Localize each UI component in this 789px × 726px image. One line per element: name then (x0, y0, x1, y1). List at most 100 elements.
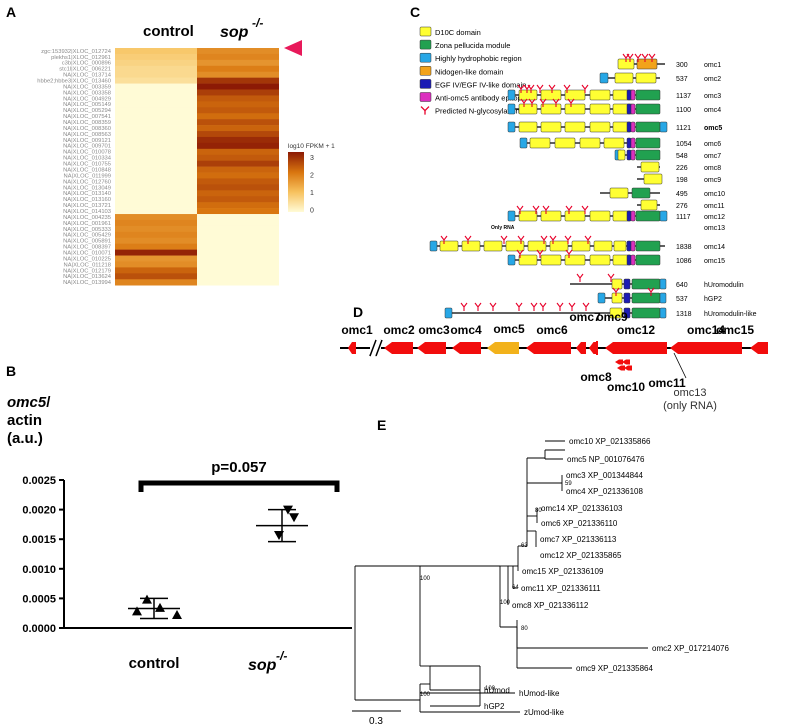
heatmap-gene-label: NA|XLOC_008359 (63, 120, 111, 126)
heatmap-cell-sop (197, 125, 279, 132)
tree-tip-label: zUmod-like (524, 708, 565, 717)
heatmap-cell-sop (197, 243, 279, 250)
heatmap-gene-label: zgc:153932|XLOC_012724 (41, 49, 112, 55)
protein-domain (626, 210, 632, 222)
heatmap-cell-sop (197, 255, 279, 262)
legend-swatch (419, 26, 432, 37)
gene-arrow (670, 342, 742, 354)
protein-length: 1117 (676, 214, 691, 221)
protein-domain (564, 254, 586, 266)
glycosylation-site-icon (556, 302, 564, 311)
glycosylation-site-icon (532, 205, 540, 214)
heatmap-col-sop-sup: -/- (252, 16, 263, 30)
protein-length: 1054 (676, 141, 692, 148)
gene-label: omc11 (648, 376, 686, 390)
protein-length: 276 (676, 203, 688, 210)
legend-label: Predicted N-glycosylation sites (435, 107, 537, 116)
y-tick-label: 0.0010 (22, 564, 56, 576)
gene-arrow (526, 342, 571, 354)
protein-name: omc12 (704, 214, 725, 221)
gene-label: omc10 (607, 380, 645, 394)
protein-name: hUromodulin-like (704, 311, 757, 318)
heatmap-gene-label: NA|XLOC_003358 (63, 90, 111, 96)
heatmap-gene-label: NA|XLOC_013160 (63, 197, 111, 203)
tree-tip-label: omc11 XP_021336111 (521, 584, 601, 593)
heatmap-gene-label: NA|XLOC_008563 (63, 132, 111, 138)
protein-length: 300 (676, 62, 688, 69)
heatmap-cell-sop (197, 178, 279, 185)
protein-domain (579, 137, 601, 149)
legend-swatch (419, 39, 432, 50)
protein-domain (540, 89, 562, 101)
protein-name: omc4 (704, 107, 721, 114)
heatmap-cell-sop (197, 225, 279, 233)
protein-domain (593, 240, 613, 252)
y-axis-label-slash: / (46, 394, 51, 411)
panel-b: B omc5/ actin (a.u.) 0.00000.00050.00100… (6, 363, 352, 674)
heatmap-cell-control (115, 219, 197, 227)
heatmap-gene-label: stc1l|XLOC_006221 (59, 67, 111, 73)
y-tick-label: 0.0020 (22, 505, 56, 517)
glycosylation-site-icon (565, 205, 573, 214)
heatmap-cell-sop (197, 166, 279, 173)
heatmap-cell-control (115, 154, 197, 161)
omc13-label: omc13 (673, 387, 706, 399)
protein-domain (635, 210, 661, 222)
protein-domain (635, 72, 657, 84)
protein-domain (564, 89, 586, 101)
protein-domain (635, 137, 661, 149)
protein-domain (518, 121, 538, 133)
heatmap-cell-sop (197, 77, 279, 84)
glycosylation-site-icon (552, 98, 560, 107)
protein-domain (623, 278, 631, 290)
glycosylation-site-icon (440, 235, 448, 244)
heatmap-legend-tick: 2 (310, 173, 314, 180)
heatmap-gene-label: NA|XLOC_013049 (63, 185, 111, 191)
heatmap-gene-label: NA|XLOC_013721 (63, 203, 111, 209)
gene-arrow (384, 342, 413, 354)
protein-domain (609, 307, 623, 319)
gene-label: omc5 (493, 322, 525, 336)
protein-domain (505, 240, 525, 252)
heatmap-gene-label: NA|XLOC_012179 (63, 268, 111, 274)
heatmap-cell-sop (197, 190, 279, 197)
protein-domain (611, 292, 623, 304)
protein-domain (643, 173, 663, 185)
y-tick-label: 0.0015 (22, 534, 56, 546)
heatmap-color-scale (288, 152, 304, 212)
protein-domain (518, 89, 538, 101)
heatmap-cell-sop (197, 131, 279, 138)
glycosylation-site-icon (500, 235, 508, 244)
protein-domain (631, 307, 661, 319)
protein-domain (519, 137, 528, 149)
heatmap-gene-label: NA|XLOC_013714 (63, 73, 112, 79)
legend-label: Anti-omc5 antibody epitope (435, 94, 526, 103)
protein-domain (626, 254, 632, 266)
protein-domain (623, 307, 631, 319)
bootstrap-value: 100 (420, 692, 431, 698)
tree-tip-label: omc6 XP_021336110 (541, 519, 618, 528)
heatmap-cell-sop (197, 154, 279, 161)
gene-arrow (589, 342, 598, 354)
protein-name: omc14 (704, 244, 725, 251)
heatmap-gene-label: NA|XLOC_013140 (63, 191, 111, 197)
heatmap-col-sop: sop (220, 24, 249, 41)
glycosylation-site-icon (648, 53, 656, 62)
gene-label: omc9 (596, 310, 628, 324)
tree-scale-label: 0.3 (369, 716, 383, 726)
glycosylation-site-icon (576, 273, 584, 282)
y-tick-label: 0.0005 (22, 593, 56, 605)
gene-label: omc7 (569, 310, 601, 324)
tree-tip-label: hUmod (484, 686, 510, 695)
protein-domain (507, 210, 516, 222)
heatmap-cell-control (115, 267, 197, 274)
heatmap-cell-sop (197, 119, 279, 126)
highlight-arrow-icon (284, 40, 302, 56)
panel-c-letter: C (410, 4, 420, 20)
bootstrap-value: 64 (512, 585, 519, 591)
heatmap-cell-control (115, 83, 197, 90)
